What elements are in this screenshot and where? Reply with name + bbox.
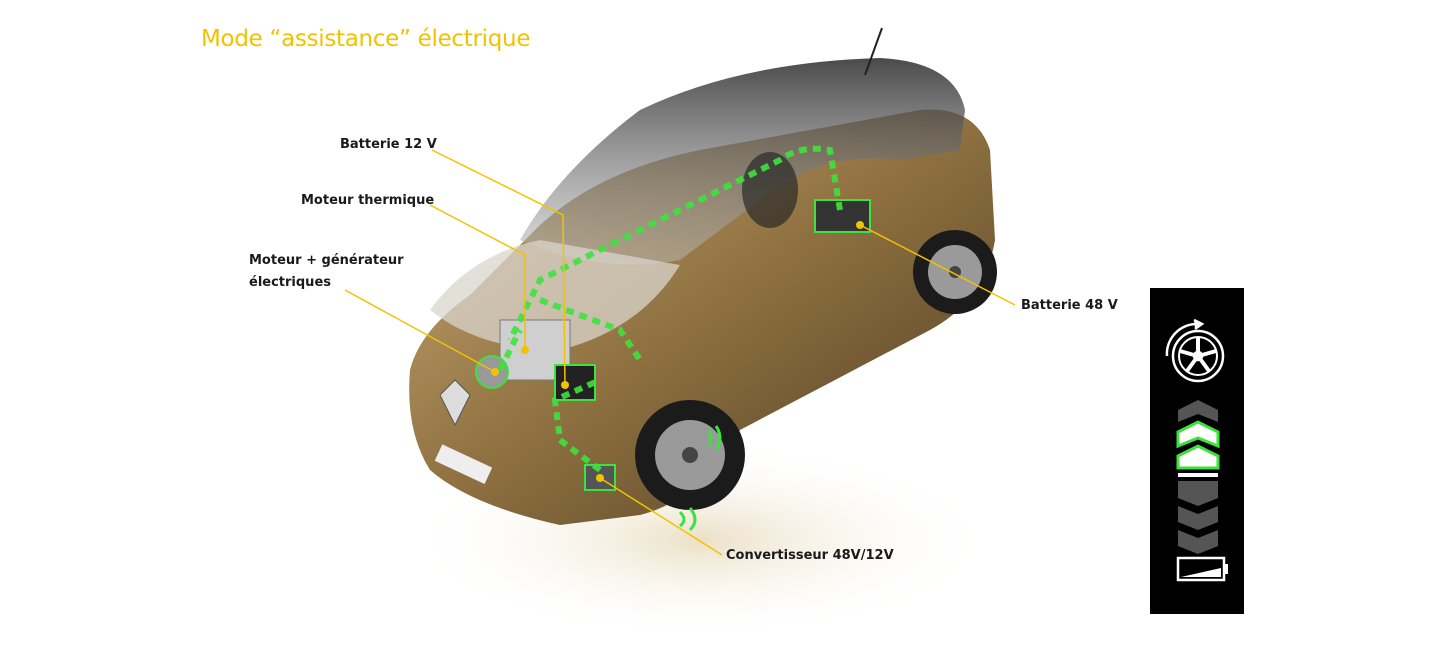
label-motor-generator-2: électriques <box>249 275 331 290</box>
label-converter: Convertisseur 48V/12V <box>726 548 894 563</box>
leader-battery-12v <box>431 149 566 386</box>
rear-wheel <box>913 230 997 314</box>
label-engine: Moteur thermique <box>301 193 435 208</box>
leader-converter <box>599 477 723 556</box>
leader-battery-48v <box>859 224 1016 306</box>
regen-chevron-3 <box>1178 530 1218 554</box>
indicator-graphics <box>1165 318 1228 582</box>
page-title: Mode “assistance” électrique <box>201 26 531 52</box>
car-hood <box>430 240 680 350</box>
regen-chevron-2 <box>1178 506 1218 530</box>
assist-chevron-3 <box>1178 400 1218 422</box>
front-wheel <box>635 400 745 510</box>
assist-chevron-2 <box>1176 420 1220 449</box>
energy-flow-path <box>497 145 843 473</box>
leader-motor-generator <box>344 289 496 373</box>
battery-icon <box>1176 556 1228 582</box>
plate <box>434 444 493 484</box>
renault-logo <box>439 379 471 427</box>
label-motor-generator-1: Moteur + générateur <box>249 253 404 268</box>
leader-engine <box>429 204 526 350</box>
label-battery-12v: Batterie 12 V <box>340 137 437 152</box>
car-glass-roof <box>520 58 965 265</box>
energy-waves <box>678 425 722 532</box>
rear-wheel-inner <box>742 152 798 228</box>
neutral-bar <box>1178 473 1218 477</box>
rotating-wheel-icon <box>1165 318 1225 383</box>
assist-chevron-1 <box>1176 444 1220 470</box>
regen-chevron-1 <box>1178 481 1218 506</box>
antenna <box>864 27 883 76</box>
indicator-panel <box>1150 288 1244 614</box>
label-battery-48v: Batterie 48 V <box>1021 298 1118 313</box>
